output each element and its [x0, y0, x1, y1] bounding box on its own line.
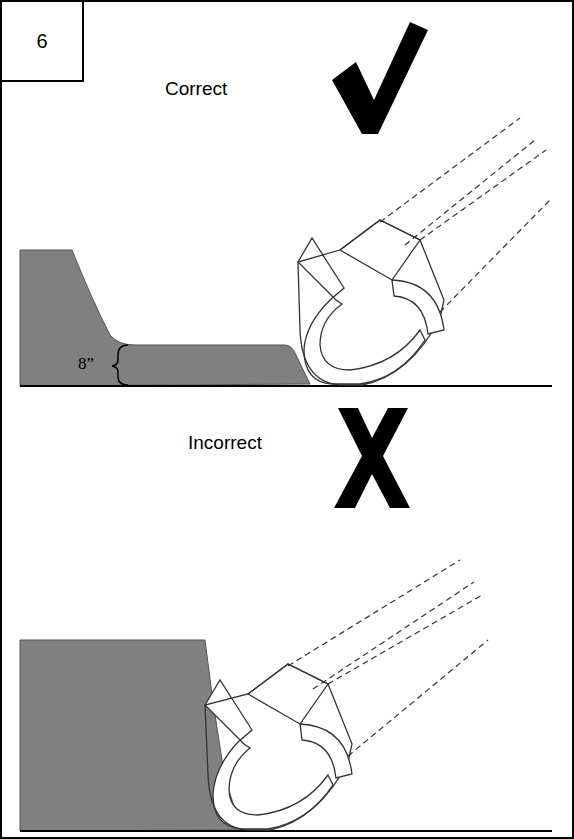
- dimension-brace: [112, 345, 128, 385]
- dimension-label: 8”: [78, 354, 94, 374]
- figure-number-box: 6: [0, 0, 84, 82]
- dipper-arm: [288, 560, 488, 756]
- status-label: Incorrect: [188, 432, 262, 454]
- ground-line: [20, 830, 552, 832]
- check-mark: [332, 22, 428, 134]
- status-label: Correct: [165, 78, 227, 100]
- bucket: [298, 220, 444, 385]
- bucket: [205, 664, 352, 830]
- figure-number: 6: [36, 30, 47, 53]
- cross-mark: [334, 408, 410, 508]
- soil-bank: [20, 640, 245, 831]
- soil-bank: [20, 250, 310, 386]
- dipper-arm: [380, 118, 550, 312]
- ground-line: [20, 385, 552, 387]
